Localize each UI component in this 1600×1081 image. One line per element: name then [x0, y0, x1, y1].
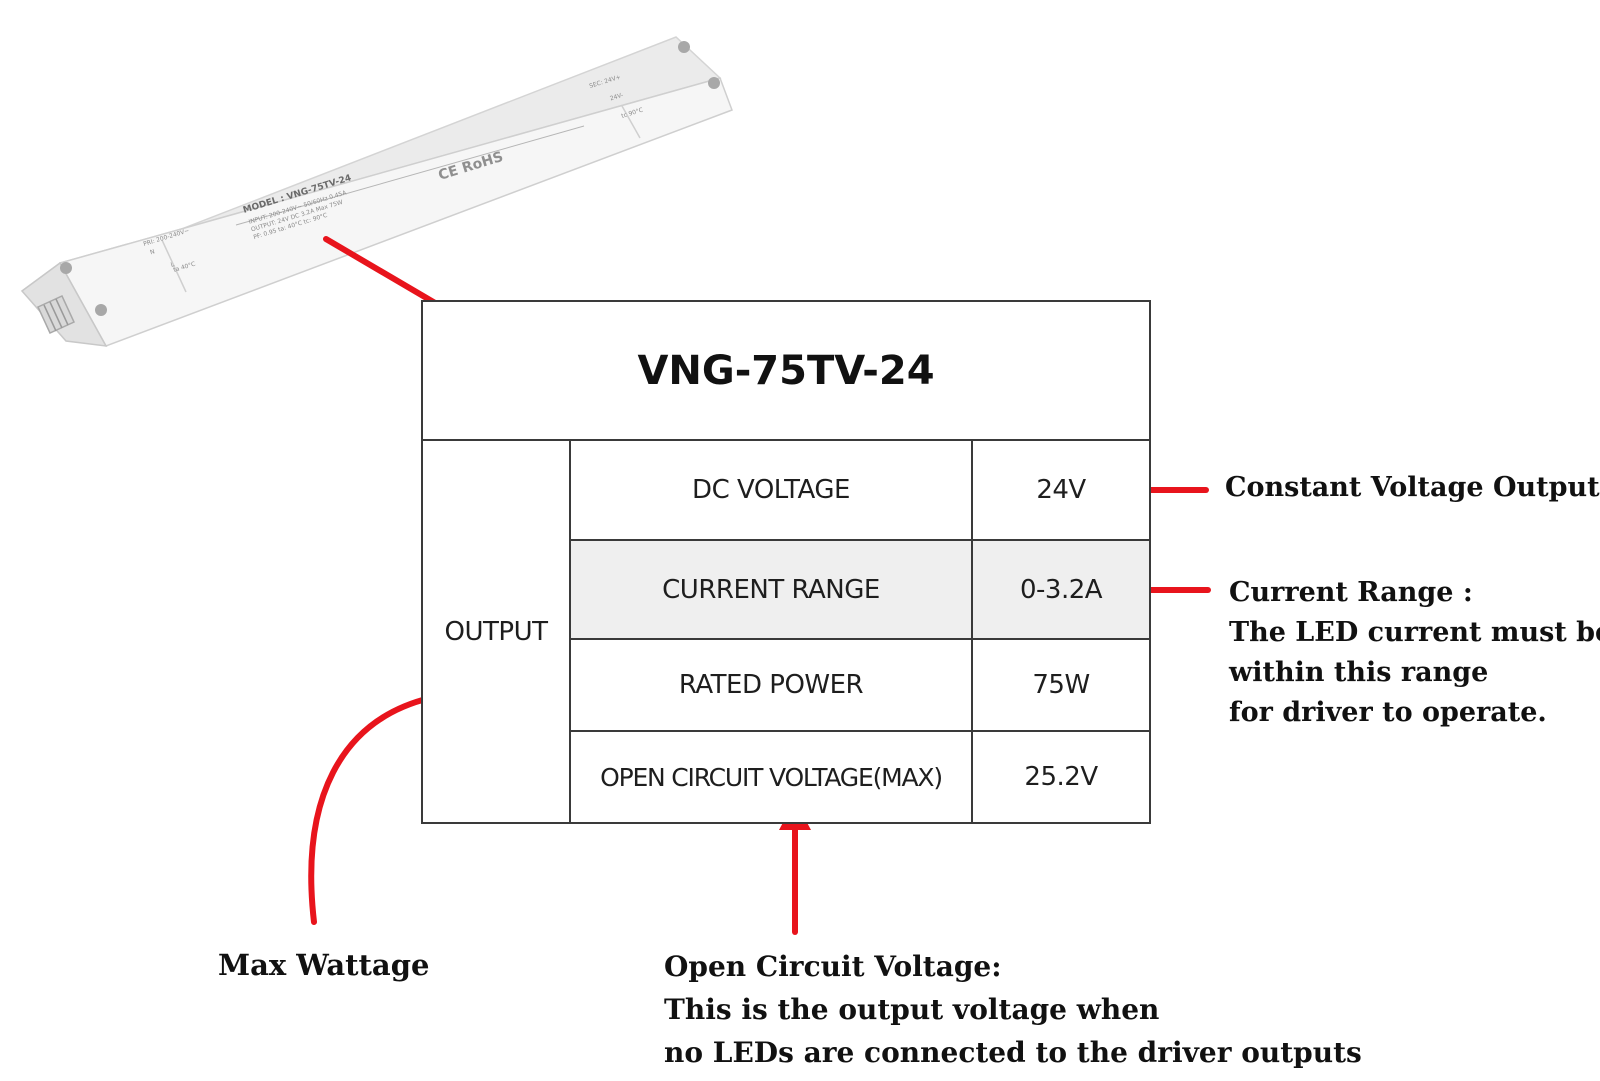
- annotation-current-range-line: within this range: [1229, 657, 1489, 688]
- annotation-constant-voltage: Constant Voltage Output: [1225, 472, 1600, 503]
- annotation-open-circuit-title: Open Circuit Voltage:: [664, 950, 1002, 983]
- output-group-label: OUTPUT: [421, 439, 571, 824]
- annotation-open-circuit-voltage: Open Circuit Voltage: This is the output…: [664, 945, 1362, 1074]
- annotation-current-range-title: Current Range :: [1229, 577, 1473, 608]
- device-pin-label: L: [170, 261, 176, 269]
- device-pin-label: N: [149, 248, 155, 256]
- annotation-open-circuit-line: no LEDs are connected to the driver outp…: [664, 1036, 1362, 1069]
- annotation-max-wattage: Max Wattage: [218, 948, 430, 982]
- device-pin-label: 24V-: [609, 92, 624, 103]
- annotation-current-range-line: The LED current must be: [1229, 617, 1600, 648]
- value-rated-power: 75W: [970, 638, 1152, 732]
- param-dc-voltage: DC VOLTAGE: [569, 439, 973, 541]
- param-current-range: CURRENT RANGE: [569, 539, 973, 640]
- model-title: VNG-75TV-24: [420, 300, 1152, 441]
- spec-table: VNG-75TV-24 OUTPUT DC VOLTAGE 24V CURREN…: [420, 300, 1152, 824]
- terminal-block: [37, 295, 75, 334]
- value-open-circuit-voltage: 25.2V: [970, 730, 1152, 824]
- param-open-circuit-voltage: OPEN CIRCUIT VOLTAGE(MAX): [569, 730, 973, 824]
- param-rated-power: RATED POWER: [569, 638, 973, 732]
- value-current-range: 0-3.2A: [970, 539, 1152, 640]
- value-dc-voltage: 24V: [970, 439, 1152, 541]
- annotation-current-range-line: for driver to operate.: [1229, 697, 1547, 728]
- led-driver-device: MODEL : VNG-75TV-24 INPUT: 200-240V~ 50/…: [20, 36, 733, 347]
- annotation-open-circuit-line: This is the output voltage when: [664, 993, 1160, 1026]
- annotation-current-range: Current Range : The LED current must be …: [1229, 573, 1600, 733]
